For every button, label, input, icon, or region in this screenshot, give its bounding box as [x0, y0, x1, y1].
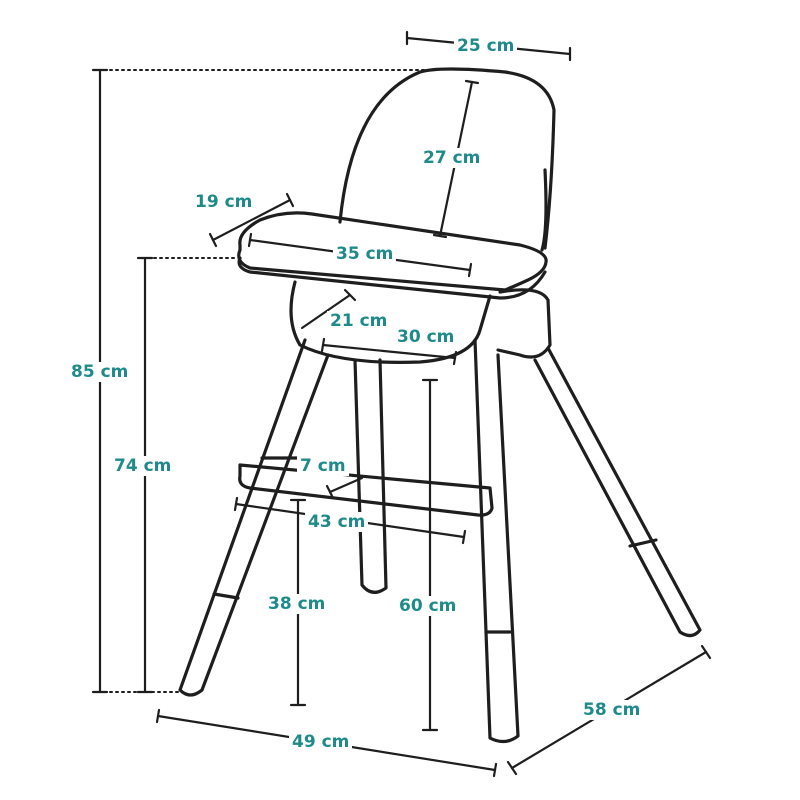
- front-right-leg: [473, 338, 520, 744]
- seat-depth-label: 21 cm: [327, 311, 391, 331]
- dimension-lines: [91, 30, 712, 778]
- base-width-label: 49 cm: [289, 732, 353, 752]
- tray-height-label: 74 cm: [111, 456, 175, 476]
- seat-height-label: 60 cm: [396, 596, 460, 616]
- footrest-depth-label: 7 cm: [297, 456, 349, 476]
- back-left-leg: [353, 358, 388, 594]
- back-right-leg: [533, 346, 702, 638]
- tray-width-label: 35 cm: [333, 244, 397, 264]
- backrest-width-label: 25 cm: [454, 36, 518, 56]
- footrest: [238, 456, 494, 517]
- base-depth-label: 58 cm: [580, 700, 644, 720]
- footrest-height-label: 38 cm: [265, 594, 329, 614]
- total-height-label: 85 cm: [68, 362, 132, 382]
- backrest-height-label: 27 cm: [420, 148, 484, 168]
- front-left-leg: [178, 338, 330, 697]
- backrest: [338, 67, 556, 250]
- chair-legs: [178, 338, 702, 744]
- seat-and-backrest: [289, 67, 556, 364]
- seat-width-label: 30 cm: [394, 327, 458, 347]
- footrest-width-label: 43 cm: [305, 512, 369, 532]
- seat-bowl: [289, 280, 492, 364]
- tray: [237, 211, 548, 300]
- seat-support: [496, 288, 552, 359]
- tray-depth-label: 19 cm: [192, 192, 256, 212]
